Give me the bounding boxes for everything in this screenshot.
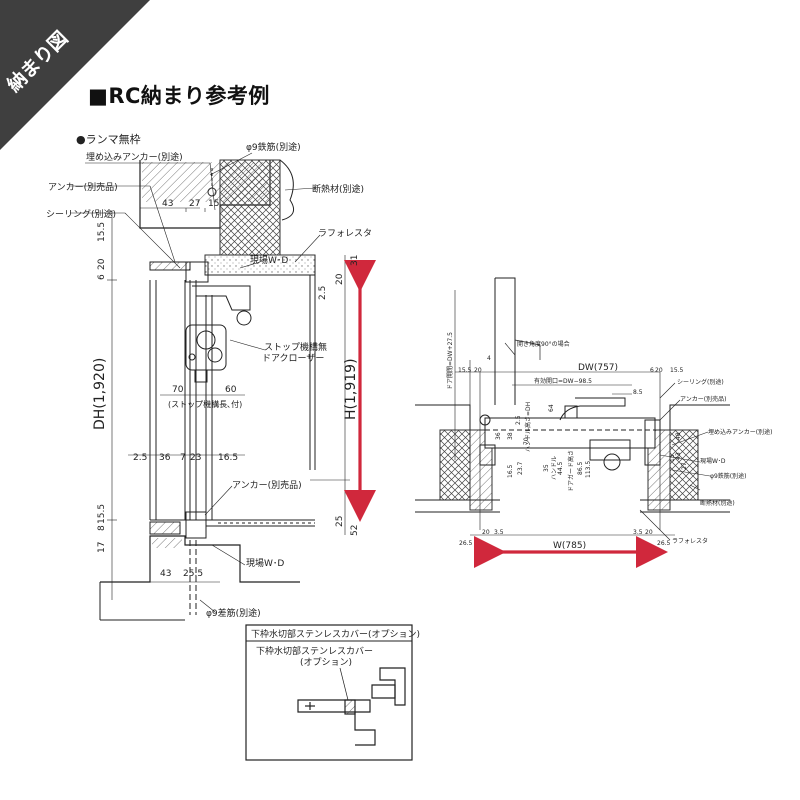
plan-dim-38: 38 — [507, 432, 514, 440]
dim-r-20: 20 — [335, 273, 345, 285]
plan-dim-35c: 35 — [543, 464, 550, 472]
dim-dh: DH(1,920) — [92, 358, 108, 430]
plan-site-wd: 現場W･D — [700, 457, 726, 465]
dim-b-17: 17 — [97, 542, 107, 553]
plan-dim-6: 6 — [650, 367, 654, 374]
dim-top-43: 43 — [162, 199, 173, 209]
plan-dim-27: 27 — [681, 462, 688, 470]
plan-anchor-sold: アンカー(別売品) — [680, 395, 726, 403]
label-rebar9-bottom: φ9差筋(別途) — [206, 607, 261, 619]
plan-dim-36: 36 — [495, 432, 502, 440]
plan-insulation: 断熱材(別途) — [700, 499, 735, 507]
plan-dim-1135: 113.5 — [585, 461, 592, 478]
plan-dim-48: 48 — [675, 432, 682, 440]
plan-dim-20d: 20 — [645, 529, 653, 536]
plan-dim-15: 15 — [669, 454, 676, 462]
section-labels: 埋め込みアンカー(別途) φ9鉄筋(別途) アンカー(別売品) 断熱材(別途) … — [46, 141, 372, 619]
plan-v-note4: ハンドル — [551, 456, 558, 480]
plan-dim-265b: 26.5 — [657, 540, 671, 547]
dim-v-20: 20 — [97, 258, 107, 270]
plan-dim-85: 8.5 — [633, 389, 643, 396]
plan-embed-anchor: 埋め込みアンカー(別途) — [708, 428, 772, 436]
plan-dim-35b: 3.5 — [633, 529, 643, 536]
dim-top-27: 27 — [189, 199, 200, 209]
label-embed-anchor: 埋め込みアンカー(別途) — [86, 151, 183, 163]
plan-v-note3: ドアガード高さ — [567, 450, 575, 492]
plan-dw: DW(757) — [578, 363, 618, 373]
label-lath: ラフォレスタ — [318, 228, 372, 239]
plan-width: W(785) — [553, 541, 586, 551]
dim-row-25: 2.5 — [133, 453, 147, 463]
label-stop-closer-2: ドアクローザー — [262, 353, 324, 364]
label-anchor-sold: アンカー(別売品) — [48, 181, 118, 193]
plan-dim-64: 64 — [548, 404, 555, 412]
dim-top-15: 15 — [208, 199, 219, 209]
label-anchor-sold-bottom: アンカー(別売品) — [232, 479, 302, 491]
dim-b-52: 52 — [350, 525, 360, 536]
plan-dim-20c: 20 — [482, 529, 490, 536]
option-label-2: (オプション) — [300, 657, 352, 668]
plan-dim-25: 2.5 — [515, 415, 522, 425]
plan-dim-155b: 15.5 — [670, 367, 684, 374]
page-title: ■RC納まり参考例 — [88, 84, 270, 108]
dim-b-155: 15.5 — [97, 504, 107, 524]
label-sealing: シーリング(別途) — [46, 208, 116, 220]
dim-row-165: 16.5 — [218, 453, 238, 463]
plan-labels: 開き角度90°の場合 DW(757) 有効開口=DW−98.5 シーリング(別途… — [447, 332, 772, 551]
plan-dim-20a: 20 — [474, 367, 482, 374]
section-title: ●ランマ無枠 — [76, 132, 141, 146]
option-box: 下枠水切部ステンレスカバー(オプション) 下枠水切部ステンレスカバー (オプショ… — [245, 624, 420, 761]
dim-b-25r: 25 — [335, 516, 345, 527]
section-drawing: ●ランマ無枠 — [70, 132, 376, 621]
plan-dim-155a: 15.5 — [458, 367, 472, 374]
plan-lath: ラフォレスタ — [672, 537, 708, 545]
plan-rebar9: φ9鉄筋(別途) — [710, 472, 746, 480]
label-stop-closer-1: ストップ機構無 — [264, 341, 327, 353]
dim-h-60: 60 — [225, 385, 237, 395]
option-header: 下枠水切部ステンレスカバー(オプション) — [251, 628, 420, 640]
dim-h: H(1,919) — [343, 358, 359, 420]
plan-dim-43: 43 — [675, 452, 682, 460]
dim-row-7: 7 — [180, 453, 186, 463]
plan-dim-35a: 3.5 — [494, 529, 504, 536]
dim-b-43: 43 — [160, 569, 171, 579]
dim-row-36: 36 — [159, 453, 171, 463]
label-site-wd-bottom: 現場W･D — [246, 557, 284, 569]
dim-row-23: 23 — [190, 453, 201, 463]
plan-dim-237: 23.7 — [517, 461, 524, 475]
dim-b-255: 25.5 — [183, 569, 203, 579]
plan-sealing: シーリング(別途) — [677, 378, 724, 386]
plan-swing-note: 開き角度90°の場合 — [517, 340, 570, 348]
label-stop-note: (ストップ機構長､付) — [168, 399, 242, 409]
label-site-wd-top: 現場W･D — [250, 254, 288, 266]
plan-effective: 有効開口=DW−98.5 — [534, 377, 592, 385]
dim-r-25: 2.5 — [318, 286, 328, 300]
dim-r-31: 31 — [350, 255, 360, 266]
plan-dim-265a: 26.5 — [459, 540, 473, 547]
dim-v-6: 6 — [97, 274, 107, 280]
plan-v-note2: ハンドル高さ=DH — [524, 402, 532, 452]
plan-dim-70: 70 — [523, 437, 530, 445]
plan-dim-445: 44.5 — [557, 461, 564, 475]
plan-dim-865: 86.5 — [577, 461, 584, 475]
plan-dim-165: 16.5 — [507, 464, 514, 478]
dim-b-8: 8 — [97, 525, 107, 531]
dim-h-70: 70 — [172, 385, 184, 395]
label-rebar9-top: φ9鉄筋(別途) — [246, 141, 301, 153]
plan-dim-20b: 20 — [655, 367, 663, 374]
label-insulation: 断熱材(別途) — [312, 183, 364, 195]
plan-drawing — [415, 277, 730, 568]
plan-dim-4: 4 — [487, 355, 491, 362]
dim-v-155-top: 15.5 — [97, 222, 107, 242]
option-label-1: 下枠水切部ステンレスカバー — [256, 645, 373, 657]
plan-v-note1: ドア開閉=DW+27.5 — [447, 332, 454, 390]
